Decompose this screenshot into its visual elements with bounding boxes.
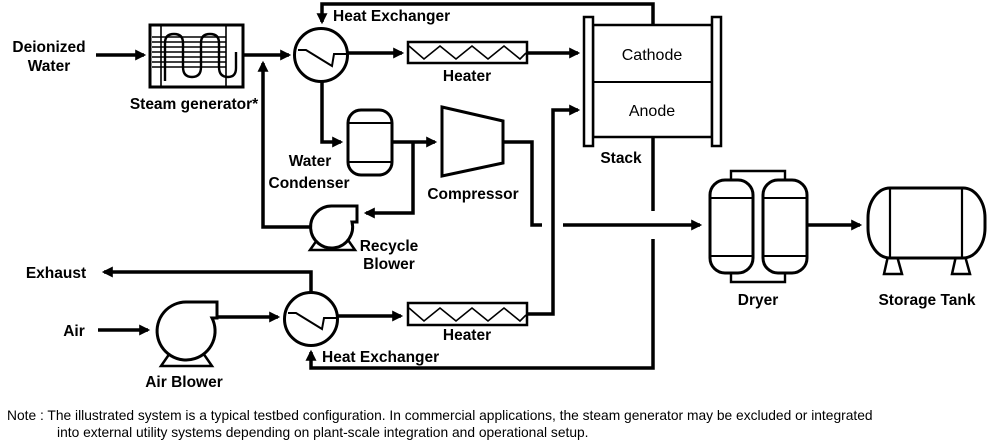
- heater-1-symbol: [406, 40, 529, 65]
- pipe-stack-top-to-hx1: [316, 2, 655, 25]
- note-line2: into external utility systems depending …: [57, 425, 589, 440]
- steam-generator-symbol: [148, 23, 245, 89]
- tank-body: [866, 186, 987, 260]
- dryer-symbol: [708, 169, 809, 284]
- tank-head-lines: [888, 189, 964, 257]
- heat-exchanger-2-zigzag: [288, 312, 337, 331]
- pipe-compressor-discharge: [503, 140, 542, 227]
- heat-exchanger-1-zigzag: [298, 49, 347, 68]
- label-heater-top: Heater: [443, 68, 491, 85]
- flow-lines: [96, 2, 863, 370]
- pipe-heater2-to-anode: [527, 104, 581, 316]
- heat-exchanger-1-symbol: [293, 27, 349, 83]
- pipe-exhaust: [101, 266, 313, 293]
- label-compressor: Compressor: [427, 186, 518, 203]
- water-condenser-symbol: [346, 108, 394, 177]
- label-recycle-blower-line1: Recycle: [360, 238, 419, 255]
- stack-endplate-right: [710, 15, 723, 148]
- pipe-hx1-to-condenser: [320, 82, 344, 148]
- stack-endplate-left: [582, 15, 595, 148]
- compressor-symbol: [440, 105, 505, 178]
- dryer-cap-lines: [710, 197, 807, 257]
- condenser-cap-lines: [348, 122, 392, 163]
- label-cathode: Cathode: [622, 47, 683, 64]
- label-heater-bottom: Heater: [443, 327, 491, 344]
- label-anode: Anode: [629, 103, 675, 120]
- label-exhaust: Exhaust: [26, 265, 86, 282]
- label-deionized-water-line1: Deionized: [12, 39, 85, 56]
- label-deionized-water-line2: Water: [28, 58, 71, 75]
- steam-generator-coil: [163, 32, 238, 81]
- steam-generator-tube-lines: [152, 36, 226, 68]
- note-line1: Note : The illustrated system is a typic…: [7, 408, 873, 423]
- dryer-top-bridge: [729, 169, 787, 181]
- pipe-anode-return-to-hx2: [305, 239, 655, 370]
- footnote: Note : The illustrated system is a typic…: [7, 408, 873, 440]
- pipe-recycle-riser: [257, 60, 311, 229]
- heater-2-element: [408, 306, 527, 323]
- heater-2-symbol: [406, 301, 529, 327]
- recycle-blower-symbol: [307, 204, 359, 252]
- label-heat-exchanger-top: Heat Exchanger: [333, 8, 450, 25]
- recycle-blower-volute: [309, 204, 359, 250]
- dryer-bottom-bridge: [729, 272, 787, 284]
- pipe-branch-to-recycle-blower: [363, 142, 415, 219]
- label-water-condenser-line1: Water: [289, 153, 332, 170]
- label-stack: Stack: [600, 150, 642, 167]
- label-recycle-blower-line2: Blower: [363, 256, 415, 273]
- label-steam-generator: Steam generator*: [130, 96, 259, 113]
- stack-symbol: [582, 15, 723, 148]
- diagram-labels: Deionized Water Steam generator* Heat Ex…: [12, 8, 975, 391]
- label-air-blower: Air Blower: [145, 374, 223, 391]
- heater-1-element: [408, 44, 527, 61]
- label-water-condenser-line2: Condenser: [269, 175, 350, 192]
- air-blower-volute: [155, 300, 219, 362]
- dryer-vessel-right: [761, 178, 809, 275]
- label-storage-tank: Storage Tank: [878, 292, 975, 309]
- label-air: Air: [63, 323, 85, 340]
- storage-tank-symbol: [866, 186, 987, 276]
- heat-exchanger-2-symbol: [283, 291, 339, 347]
- label-dryer: Dryer: [738, 292, 779, 309]
- air-blower-symbol: [155, 300, 219, 368]
- dryer-vessel-left: [708, 178, 755, 275]
- label-heat-exchanger-bottom: Heat Exchanger: [322, 349, 439, 366]
